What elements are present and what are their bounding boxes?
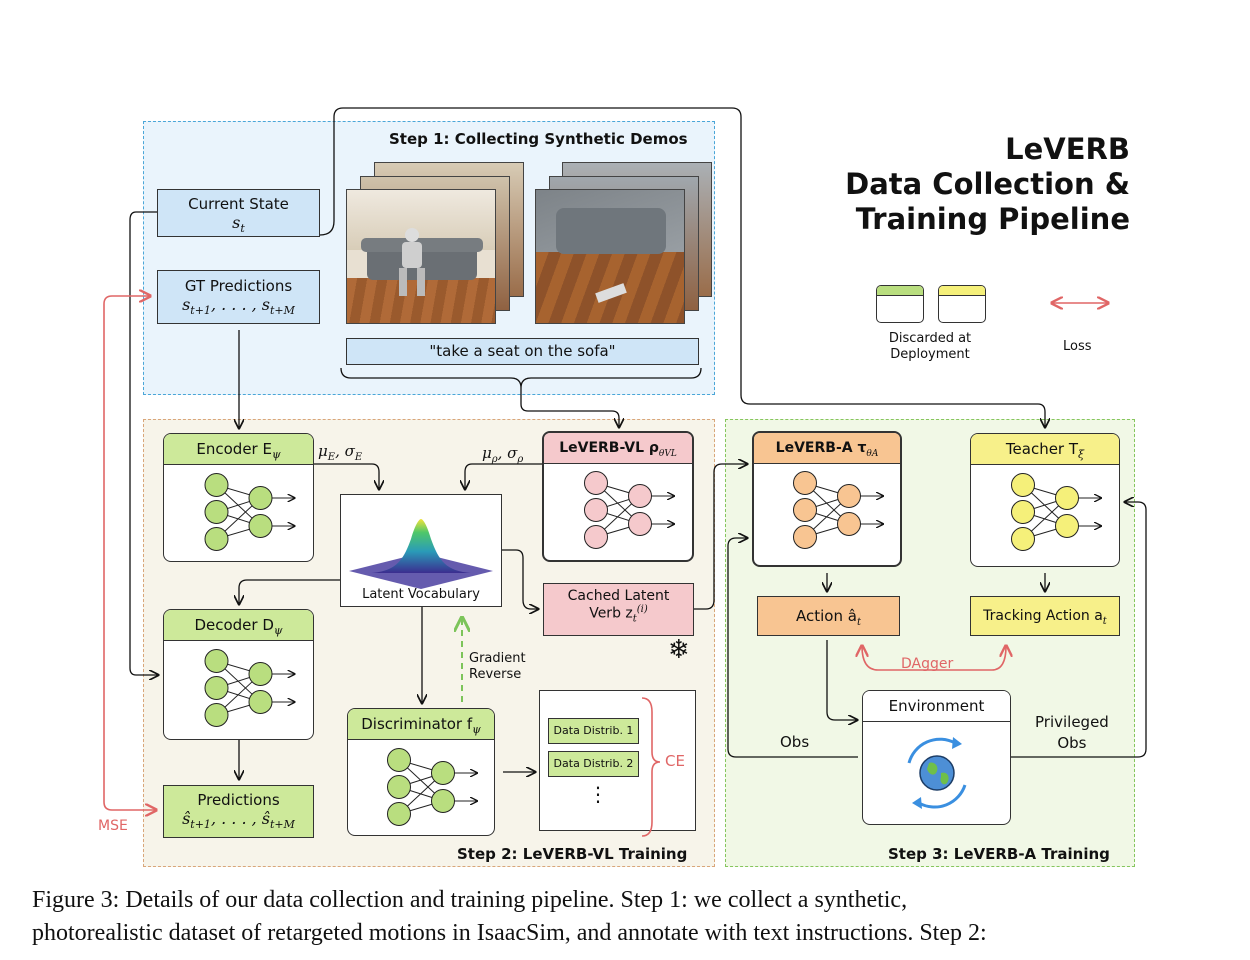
environment-box: Environment bbox=[862, 690, 1011, 825]
decoder-network: Decoder Dψ bbox=[163, 609, 314, 740]
figure-caption: Figure 3: Details of our data collection… bbox=[32, 887, 987, 946]
predictions-box: Predictions ŝt+1, . . . , ŝt+M bbox=[163, 785, 314, 838]
pipeline-title: LeVERB Data Collection & Training Pipeli… bbox=[845, 132, 1130, 236]
tracking-action-box: Tracking Action at bbox=[970, 596, 1120, 636]
decoder-header: Decoder Dψ bbox=[164, 610, 313, 641]
legend-yellow-box bbox=[938, 285, 986, 323]
demo-frame-sofa-closeup bbox=[535, 189, 685, 324]
latent-gaussian-plot bbox=[349, 519, 493, 589]
teacher-network: Teacher Tξ bbox=[970, 433, 1120, 567]
instruction-box: "take a seat on the sofa" bbox=[346, 338, 699, 365]
latent-vocabulary-box: Latent Vocabulary bbox=[340, 494, 502, 607]
action-box: Action ât bbox=[757, 596, 900, 636]
discriminator-header: Discriminator fψ bbox=[348, 709, 494, 740]
legend-green-box bbox=[876, 285, 924, 323]
vl-output-label: μρ, σρ bbox=[482, 444, 524, 465]
data-distrib-dots: ⋮ bbox=[588, 782, 608, 806]
leverb-vl-header: LeVERB-VL ρθVL bbox=[544, 433, 692, 464]
earth-cycle-icon bbox=[907, 737, 967, 809]
encoder-header: Encoder Eψ bbox=[164, 434, 313, 465]
ce-label: CE bbox=[665, 752, 685, 770]
step1-label: Step 1: Collecting Synthetic Demos bbox=[389, 130, 688, 148]
step2-label: Step 2: LeVERB-VL Training bbox=[457, 845, 688, 863]
obs-label: Obs bbox=[780, 733, 810, 751]
privileged-obs-label: Privileged Obs bbox=[1035, 713, 1109, 752]
gt-predictions-box: GT Predictions st+1, . . . , st+M bbox=[157, 270, 320, 324]
dagger-label: DAgger bbox=[901, 656, 954, 672]
data-distrib-2: Data Distrib. 2 bbox=[548, 751, 639, 777]
encoder-output-label: μE, σE bbox=[318, 442, 363, 463]
encoder-network: Encoder Eψ bbox=[163, 433, 314, 562]
cached-latent-box: Cached Latent Verb zt(i) bbox=[543, 583, 694, 636]
teacher-header: Teacher Tξ bbox=[971, 434, 1119, 465]
current-state-box: Current State st bbox=[157, 189, 320, 237]
discriminator-network: Discriminator fψ bbox=[347, 708, 495, 836]
step3-label: Step 3: LeVERB-A Training bbox=[888, 845, 1110, 863]
leverb-vl-network: LeVERB-VL ρθVL bbox=[542, 431, 694, 562]
leverb-a-network: LeVERB-A τθA bbox=[752, 431, 902, 567]
mse-label: MSE bbox=[98, 818, 128, 834]
snowflake-icon: ❄ bbox=[668, 635, 690, 665]
gradient-reverse-label: Gradient Reverse bbox=[469, 651, 526, 682]
data-distrib-1: Data Distrib. 1 bbox=[548, 718, 639, 744]
legend-loss-label: Loss bbox=[1063, 339, 1092, 354]
demo-frame-robot-sofa bbox=[346, 189, 496, 324]
legend-discarded-label: Discarded at Deployment bbox=[888, 331, 972, 362]
leverb-a-header: LeVERB-A τθA bbox=[754, 433, 900, 464]
